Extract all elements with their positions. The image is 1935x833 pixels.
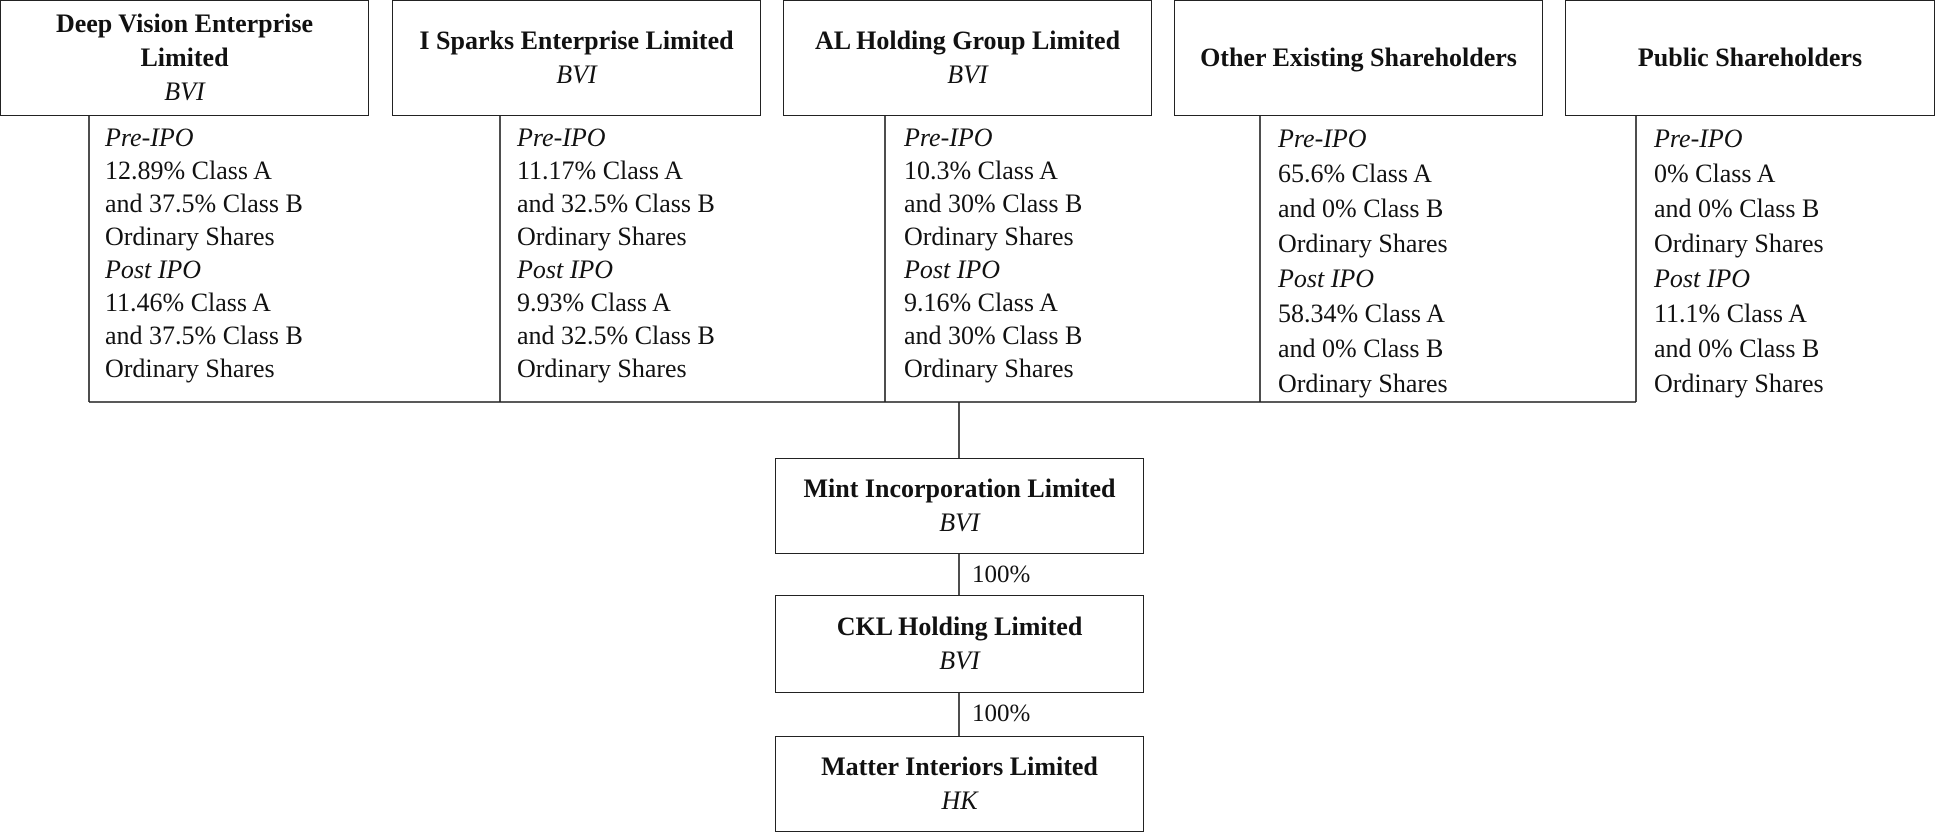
- holding-line: 11.46% Class A: [105, 288, 271, 317]
- entity-jurisdiction: BVI: [164, 77, 205, 106]
- entity-jurisdiction: BVI: [939, 646, 980, 675]
- holding-line: 12.89% Class A: [105, 156, 272, 185]
- holding-line: 11.1% Class A: [1654, 299, 1807, 328]
- shareholding-details: Pre-IPO 12.89% Class A and 37.5% Class B Or…: [105, 121, 303, 385]
- period-label: Post IPO: [1654, 264, 1751, 293]
- holding-line: and 0% Class B: [1654, 194, 1820, 223]
- holding-line: 9.93% Class A: [517, 288, 671, 317]
- entity-name: Deep Vision Enterprise Limited: [55, 9, 314, 72]
- holding-line: and 0% Class B: [1278, 334, 1444, 363]
- holding-line: 58.34% Class A: [1278, 299, 1445, 328]
- holding-line: and 0% Class B: [1278, 194, 1444, 223]
- shareholding-details: Pre-IPO 65.6% Class A and 0% Class B Ordina…: [1278, 121, 1448, 401]
- holding-line: Ordinary Shares: [1278, 369, 1448, 398]
- holding-line: and 37.5% Class B: [105, 189, 303, 218]
- holding-line: 10.3% Class A: [904, 156, 1058, 185]
- period-label: Post IPO: [105, 255, 202, 284]
- holding-line: Ordinary Shares: [517, 222, 687, 251]
- holding-line: Ordinary Shares: [105, 222, 275, 251]
- entity-jurisdiction: BVI: [947, 60, 988, 89]
- entity-jurisdiction: BVI: [556, 60, 597, 89]
- shareholder-3-box: Other Existing Shareholders: [1174, 0, 1543, 116]
- ownership-percent: 100%: [972, 561, 1031, 588]
- entity-name: Matter Interiors Limited: [821, 752, 1098, 781]
- period-label: Pre-IPO: [1654, 124, 1743, 153]
- holding-line: Ordinary Shares: [1654, 229, 1824, 258]
- holding-line: and 30% Class B: [904, 321, 1083, 350]
- holding-line: 9.16% Class A: [904, 288, 1058, 317]
- entity-jurisdiction: BVI: [939, 508, 980, 537]
- holding-line: Ordinary Shares: [1278, 229, 1448, 258]
- ownership-percent: 100%: [972, 700, 1031, 727]
- period-label: Post IPO: [517, 255, 614, 284]
- holding-line: 65.6% Class A: [1278, 159, 1432, 188]
- holding-line: Ordinary Shares: [904, 354, 1074, 383]
- entity-name: CKL Holding Limited: [836, 612, 1083, 641]
- period-label: Pre-IPO: [105, 123, 194, 152]
- holding-line: and 32.5% Class B: [517, 189, 715, 218]
- period-label: Pre-IPO: [517, 123, 606, 152]
- holding-line: Ordinary Shares: [105, 354, 275, 383]
- holding-line: Ordinary Shares: [904, 222, 1074, 251]
- period-label: Post IPO: [1278, 264, 1375, 293]
- entity-name: I Sparks Enterprise Limited: [419, 26, 734, 55]
- period-label: Pre-IPO: [904, 123, 993, 152]
- holding-line: Ordinary Shares: [1654, 369, 1824, 398]
- shareholder-4-box: Public Shareholders: [1565, 0, 1935, 116]
- entity-name: Mint Incorporation Limited: [803, 474, 1116, 503]
- holding-line: and 32.5% Class B: [517, 321, 715, 350]
- holding-line: Ordinary Shares: [517, 354, 687, 383]
- entity-jurisdiction: HK: [941, 786, 978, 815]
- shareholding-details: Pre-IPO 0% Class A and 0% Class B Ordinary …: [1654, 121, 1824, 401]
- period-label: Pre-IPO: [1278, 124, 1367, 153]
- holding-line: and 37.5% Class B: [105, 321, 303, 350]
- holding-line: 0% Class A: [1654, 159, 1776, 188]
- holding-line: and 0% Class B: [1654, 334, 1820, 363]
- entity-name: Public Shareholders: [1637, 43, 1863, 72]
- entity-name: Other Existing Shareholders: [1200, 43, 1517, 72]
- holding-line: 11.17% Class A: [517, 156, 683, 185]
- shareholding-details: Pre-IPO 11.17% Class A and 32.5% Class B Or…: [517, 121, 715, 385]
- holding-line: and 30% Class B: [904, 189, 1083, 218]
- shareholding-details: Pre-IPO 10.3% Class A and 30% Class B Ordin…: [904, 121, 1082, 385]
- period-label: Post IPO: [904, 255, 1001, 284]
- entity-name: AL Holding Group Limited: [814, 26, 1121, 55]
